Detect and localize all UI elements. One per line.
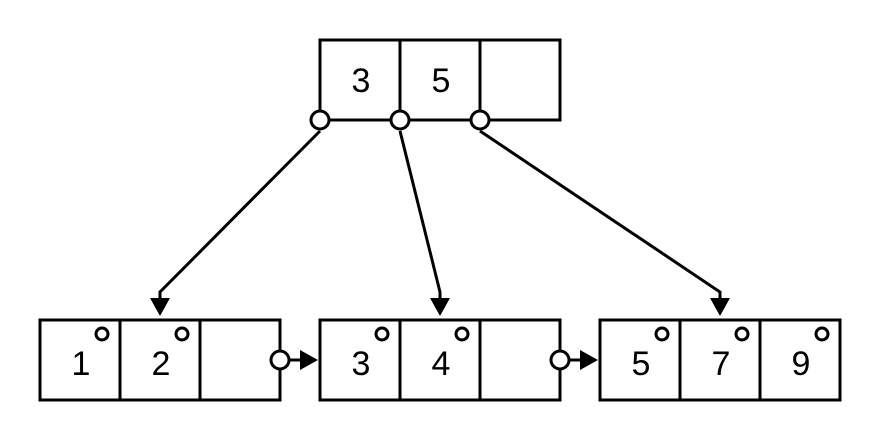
- leaf-node-2: 3 4: [318, 318, 562, 402]
- leaf-2-next-pointer: [549, 349, 571, 371]
- leaf-3-key-0: 5: [632, 345, 651, 383]
- leaf-1-record-pointer-1: [174, 326, 190, 342]
- leaf-1-record-pointer-0: [94, 326, 110, 342]
- sibling-arrowhead-2: [580, 350, 598, 370]
- leaf-sibling-links: [269, 349, 598, 371]
- root-node: 3 5: [318, 38, 562, 122]
- leaf-3-key-1: 7: [712, 345, 731, 383]
- edge-arrowhead-2: [430, 298, 450, 316]
- leaf-3-record-pointer-2: [814, 326, 830, 342]
- leaf-1-cell-2: [198, 318, 282, 402]
- leaf-1-key-0: 1: [72, 345, 91, 383]
- root-key-cell-2: [478, 38, 562, 122]
- edge-arrowhead-1: [150, 298, 170, 316]
- root-pointer-1: [389, 109, 411, 131]
- root-key-cell-1: [398, 38, 482, 122]
- leaf-3-key-2: 9: [792, 345, 811, 383]
- leaf-3-record-pointer-0: [654, 326, 670, 342]
- root-key-1: 5: [432, 62, 451, 100]
- root-edges: [150, 129, 730, 316]
- leaf-3-record-pointer-1: [734, 326, 750, 342]
- leaf-node-1: 1 2: [38, 318, 282, 402]
- edge-to-leaf-3: [479, 129, 722, 303]
- leaf-2-key-0: 3: [352, 345, 371, 383]
- root-key-cell-0: [318, 38, 402, 122]
- root-key-0: 3: [352, 62, 371, 100]
- root-pointer-0: [309, 109, 331, 131]
- leaf-1-next-pointer: [269, 349, 291, 371]
- edge-to-leaf-1: [158, 129, 322, 303]
- leaf-2-key-1: 4: [432, 345, 451, 383]
- root-pointer-2: [469, 109, 491, 131]
- leaf-2-record-pointer-0: [374, 326, 390, 342]
- leaf-1-key-1: 2: [152, 345, 171, 383]
- leaf-2-cell-2: [478, 318, 562, 402]
- leaf-2-record-pointer-1: [454, 326, 470, 342]
- sibling-arrowhead-1: [300, 350, 318, 370]
- leaf-node-3: 5 7 9: [598, 318, 842, 402]
- edge-to-leaf-2: [398, 130, 442, 303]
- edge-arrowhead-3: [710, 298, 730, 316]
